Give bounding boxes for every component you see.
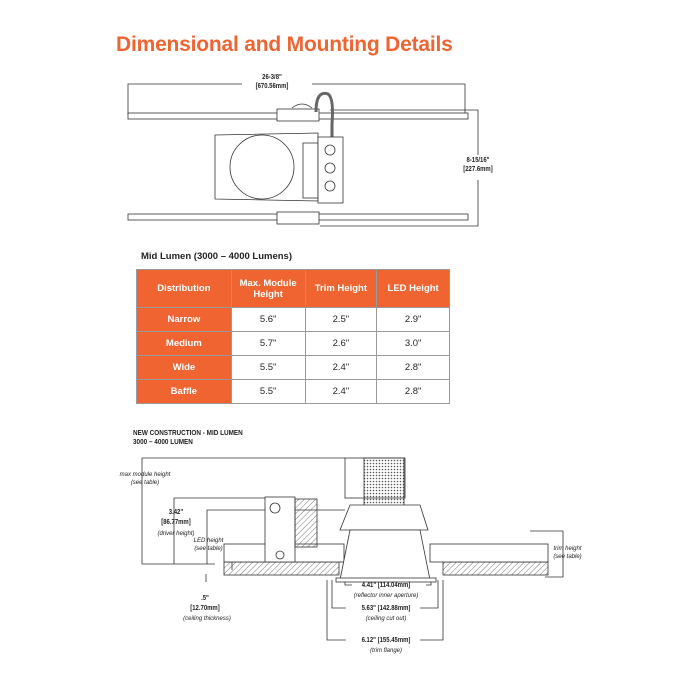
trim-height-text: trim height: [553, 546, 582, 552]
driver-height-in: 3.42": [168, 509, 184, 516]
ceiling-thickness-mm: [12.70mm]: [190, 605, 220, 612]
header-trim-height: Trim Height: [304, 269, 378, 308]
row-label: Wide: [136, 355, 232, 380]
ceiling-thickness-note: (ceiling thickness): [183, 616, 231, 622]
aperture-note: (reflector inner aperture): [353, 593, 419, 599]
led-height-text: LED height: [193, 538, 224, 544]
led-height-note: (see table): [194, 546, 223, 552]
trim-height-label: trim height (see table): [545, 545, 590, 561]
section-title-line1: NEW CONSTRUCTION - MID LUMEN: [133, 428, 243, 437]
max-module-label: max module height (see table): [110, 471, 180, 487]
table-caption: Mid Lumen (3000 – 4000 Lumens): [141, 251, 292, 262]
section-title-line2: 3000 – 4000 LUMEN: [133, 437, 193, 446]
flange-dimension: 6.12" [155.45mm]: [361, 637, 411, 644]
header-led-height: LED Height: [376, 269, 450, 308]
cell: 2.5": [304, 307, 378, 332]
page-title: Dimensional and Mounting Details: [116, 33, 453, 56]
max-module-text: max module height: [119, 472, 171, 478]
header-max-module-height: Max. Module Height: [230, 269, 306, 308]
row-label: Narrow: [136, 307, 232, 332]
height-inches: 8-15/16": [466, 157, 490, 164]
trim-height-note: (see table): [553, 554, 582, 560]
ceiling-thickness-in: .5": [201, 595, 209, 602]
cell: 5.5": [230, 355, 306, 380]
cell: 2.8": [376, 379, 450, 404]
width-dimension: 26-3/8" [670.56mm]: [230, 73, 315, 91]
cutout-dimension: 5.63" [142.88mm]: [361, 605, 411, 612]
flange-note: (trim flange): [369, 648, 402, 654]
aperture-dimension: 4.41" [114.04mm]: [361, 582, 411, 589]
cutout-note: (ceiling cut out): [365, 616, 407, 622]
led-height-label: LED height (see table): [186, 537, 231, 553]
cell: 2.6": [304, 331, 378, 356]
driver-height-dimension: 3.42" [86.77mm]: [151, 508, 202, 528]
height-mm: [227.6mm]: [463, 166, 493, 173]
cell: 5.5": [230, 379, 306, 404]
section-title: NEW CONSTRUCTION - MID LUMEN 3000 – 4000…: [133, 428, 243, 446]
height-dimension: 8-15/16" [227.6mm]: [454, 156, 502, 174]
ceiling-thickness-dimension: .5" [12.70mm]: [184, 594, 227, 614]
driver-height-note: (driver height): [157, 531, 195, 537]
cell: 5.7": [230, 331, 306, 356]
cell: 2.8": [376, 355, 450, 380]
max-module-note: (see table): [130, 480, 160, 486]
width-mm: [670.56mm]: [255, 83, 289, 90]
cell: 2.4": [304, 379, 378, 404]
row-label: Medium: [136, 331, 232, 356]
driver-height-mm: [86.77mm]: [161, 519, 191, 526]
dimensions-table: Distribution Max. Module Height Trim Hei…: [136, 269, 450, 404]
row-label: Baffle: [136, 379, 232, 404]
cell: 5.6": [230, 307, 306, 332]
width-inches: 26-3/8": [262, 74, 282, 81]
